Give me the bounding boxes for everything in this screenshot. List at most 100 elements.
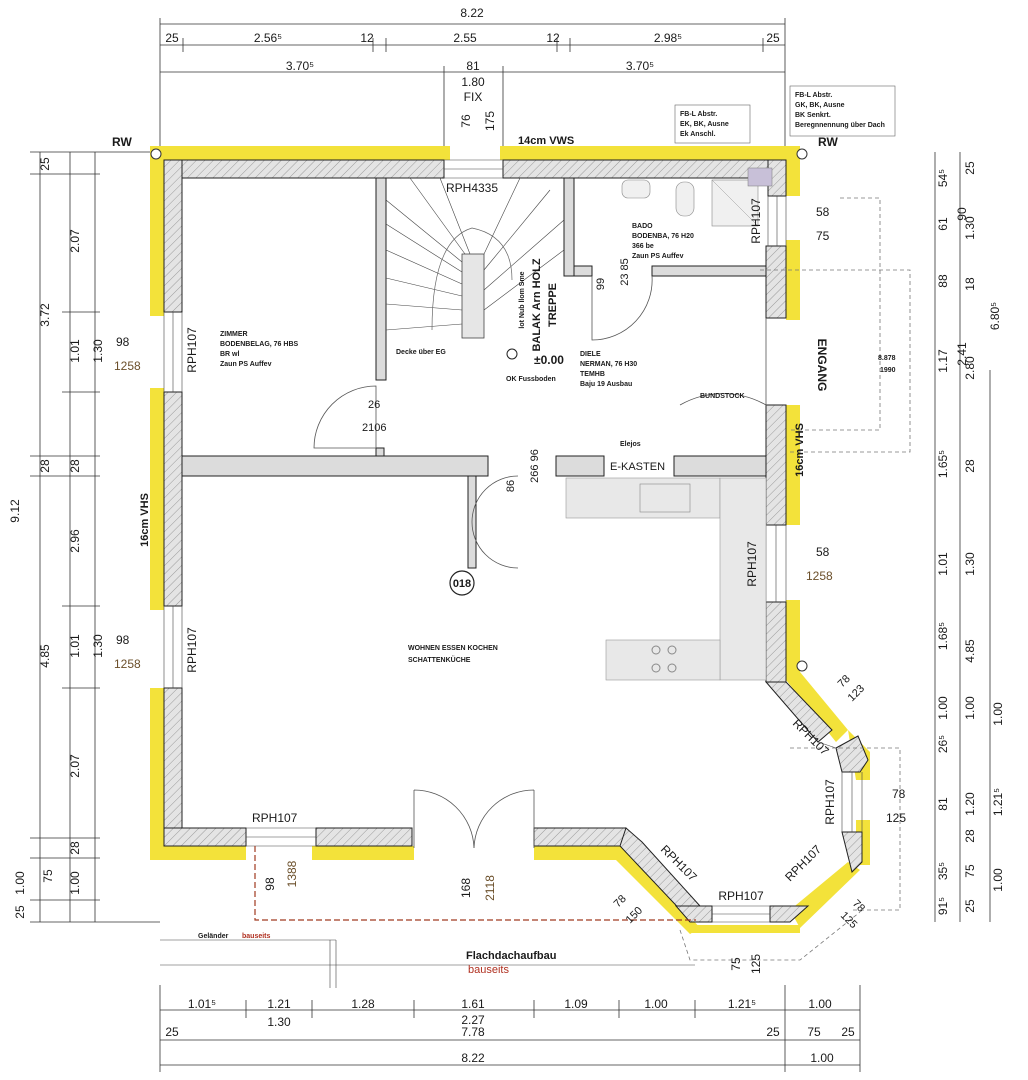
win-bottom-left-id: RPH107 — [252, 811, 298, 825]
room-diele-2: NERMAN, 76 H30 — [580, 361, 637, 368]
win-bay1-w: 78 — [836, 673, 853, 690]
dim-right-mid-6: 2.80 — [963, 356, 977, 380]
dim-top-row2-2: 81 — [466, 59, 480, 73]
dim-bottom-total: 8.22 — [461, 1051, 485, 1065]
win-bay2-id: RPH107 — [823, 779, 837, 825]
dim-right-6: 1.01 — [936, 552, 950, 576]
dim-left-in-9: 28 — [68, 841, 82, 855]
dim-left-in-8: 2.07 — [68, 754, 82, 778]
dim-right-2: 61 — [936, 217, 950, 231]
dim-right-1: 54⁵ — [936, 169, 950, 187]
win-left-upper-h: 1258 — [114, 359, 141, 373]
door-bad-h: 23 85 — [619, 258, 631, 286]
win-bay2-h: 125 — [886, 811, 906, 825]
door-kitchen-w: 86 — [505, 480, 517, 492]
dim-right-far-1: 1.00 — [991, 702, 1005, 726]
dim-bottom-row2-2: 2.27 — [461, 1013, 485, 1027]
gelaender-label: Geländer — [198, 933, 229, 940]
door-zimmer-w: 26 — [368, 399, 380, 411]
room-bad-4: Zaun PS Auffev — [632, 253, 684, 260]
fixtures — [565, 167, 773, 681]
win-bottom-left-h: 1388 — [285, 860, 299, 887]
dim-left-4: 4.85 — [38, 644, 52, 668]
room-zimmer-3: BR wl — [220, 351, 240, 358]
dim-left-in-11: 1.00 — [68, 871, 82, 895]
dim-bottom-row3-2: 7.78 — [461, 1025, 485, 1039]
win-right-bath-h: 75 — [816, 229, 830, 243]
dim-right-far-2: 1.21⁵ — [991, 788, 1005, 816]
dim-right-11: 35⁵ — [936, 862, 950, 880]
dim-right-mid-8: 1.30 — [963, 552, 977, 576]
dashed-outlines — [160, 197, 911, 988]
win-right-mid-w: 58 — [816, 545, 830, 559]
note-box-2: FB-L Abstr. GK, BK, Ausne BK Senkrt. Ber… — [789, 85, 896, 137]
win-left-lower-id: RPH107 — [185, 627, 199, 673]
dim-bottom-1: 1.01⁵ — [188, 997, 216, 1011]
rw-right-circle — [796, 148, 808, 160]
dim-left-in-6: 1.01 — [68, 634, 82, 658]
stair-label-2: TREPPE — [547, 283, 559, 327]
door-kitchen-h: 266 96 — [529, 449, 541, 483]
vws-top-label: 14cm VWS — [518, 135, 574, 147]
dim-right-mid-13: 75 — [963, 864, 977, 878]
dim-top-row2-1: 3.70⁵ — [286, 59, 314, 73]
dim-left-1: 25 — [38, 157, 52, 171]
dim-bottom-8: 1.00 — [808, 997, 832, 1011]
bay-circle — [796, 660, 808, 672]
dim-right-3: 88 — [936, 274, 950, 288]
stair-small-label: lot Nub llom Sme — [519, 271, 526, 328]
room-bad-3: 366 be — [632, 243, 654, 250]
dim-right-mid-4: 18 — [963, 277, 977, 291]
win-right-mid-id: RPH107 — [745, 541, 759, 587]
dim-left-in-5: 2.96 — [68, 529, 82, 553]
dim-right-mid-2: 90 — [955, 207, 969, 221]
vhs-right-label: 16cm VHS — [794, 423, 806, 477]
svg-text:EK, BK, Ausne: EK, BK, Ausne — [680, 121, 729, 128]
dim-left-in-7: 1.30 — [91, 634, 105, 658]
dim-top-2: 2.56⁵ — [254, 31, 282, 45]
dim-bottom-right-total: 1.00 — [810, 1051, 834, 1065]
flachdach-label: Flachdachaufbau — [466, 950, 556, 962]
dim-bottom-3: 1.28 — [351, 997, 375, 1011]
left-dimensions: 25 3.72 28 9.12 4.85 1.00 25 2.07 1.01 1… — [8, 151, 160, 923]
win-bay4-h: 150 — [624, 905, 645, 926]
win-bay1-h: 123 — [846, 683, 867, 704]
dim-bottom-row2-1: 1.30 — [267, 1015, 291, 1029]
dim-right-mid-5: 2.41 — [955, 342, 969, 366]
windows — [163, 159, 863, 923]
dim-left-5: 1.00 — [13, 871, 27, 895]
win-bay5-id: RPH107 — [718, 889, 764, 903]
entry-h: 1990 — [880, 367, 896, 374]
win-right-bath-id: RPH107 — [749, 198, 763, 244]
dim-right-mid-1: 25 — [963, 161, 977, 175]
dim-top-row2-3: 3.70⁵ — [626, 59, 654, 73]
dim-left-in-1: 2.07 — [68, 229, 82, 253]
engang-label: ENGANG — [815, 339, 829, 392]
vhs-left-label: 16cm VHS — [139, 493, 151, 547]
door-terrace-h: 2118 — [483, 875, 497, 901]
dim-bottom-row3-1: 25 — [165, 1025, 179, 1039]
dim-top-3: 12 — [360, 31, 374, 45]
dim-right-9: 26⁵ — [936, 735, 950, 753]
flachdach-red-label: bauseits — [468, 964, 509, 976]
svg-text:Beregnnennung über Dach: Beregnnennung über Dach — [795, 122, 885, 129]
win-bay3-id: RPH107 — [782, 842, 824, 884]
dim-right-12: 91⁵ — [936, 897, 950, 915]
right-dimensions: 54⁵ 61 88 1.17 1.65⁵ 1.01 1.68⁵ 1.00 26⁵… — [934, 152, 1005, 922]
staircase — [385, 177, 565, 339]
bottom-dimensions: 1.01⁵ 1.21 1.28 1.61 1.09 1.00 1.21⁵ 1.0… — [159, 985, 861, 1072]
dim-right-4: 1.17 — [936, 349, 950, 373]
fix-dim-1: 76 — [459, 114, 473, 128]
rw-right-label: RW — [818, 135, 838, 149]
dim-right-5: 1.65⁵ — [936, 450, 950, 478]
room-bad-1: BADO — [632, 223, 653, 230]
dim-left-6: 25 — [13, 905, 27, 919]
ceiling-note: Decke über EG — [396, 349, 446, 356]
level-marker-icon — [506, 348, 518, 360]
stair-label-1: BALAK Arn HOLZ — [531, 258, 543, 351]
win-bottom-left-w: 98 — [263, 877, 277, 891]
win-left-lower-w: 98 — [116, 633, 130, 647]
rw-left-label: RW — [112, 135, 132, 149]
dim-bottom-4: 1.61 — [461, 997, 485, 1011]
